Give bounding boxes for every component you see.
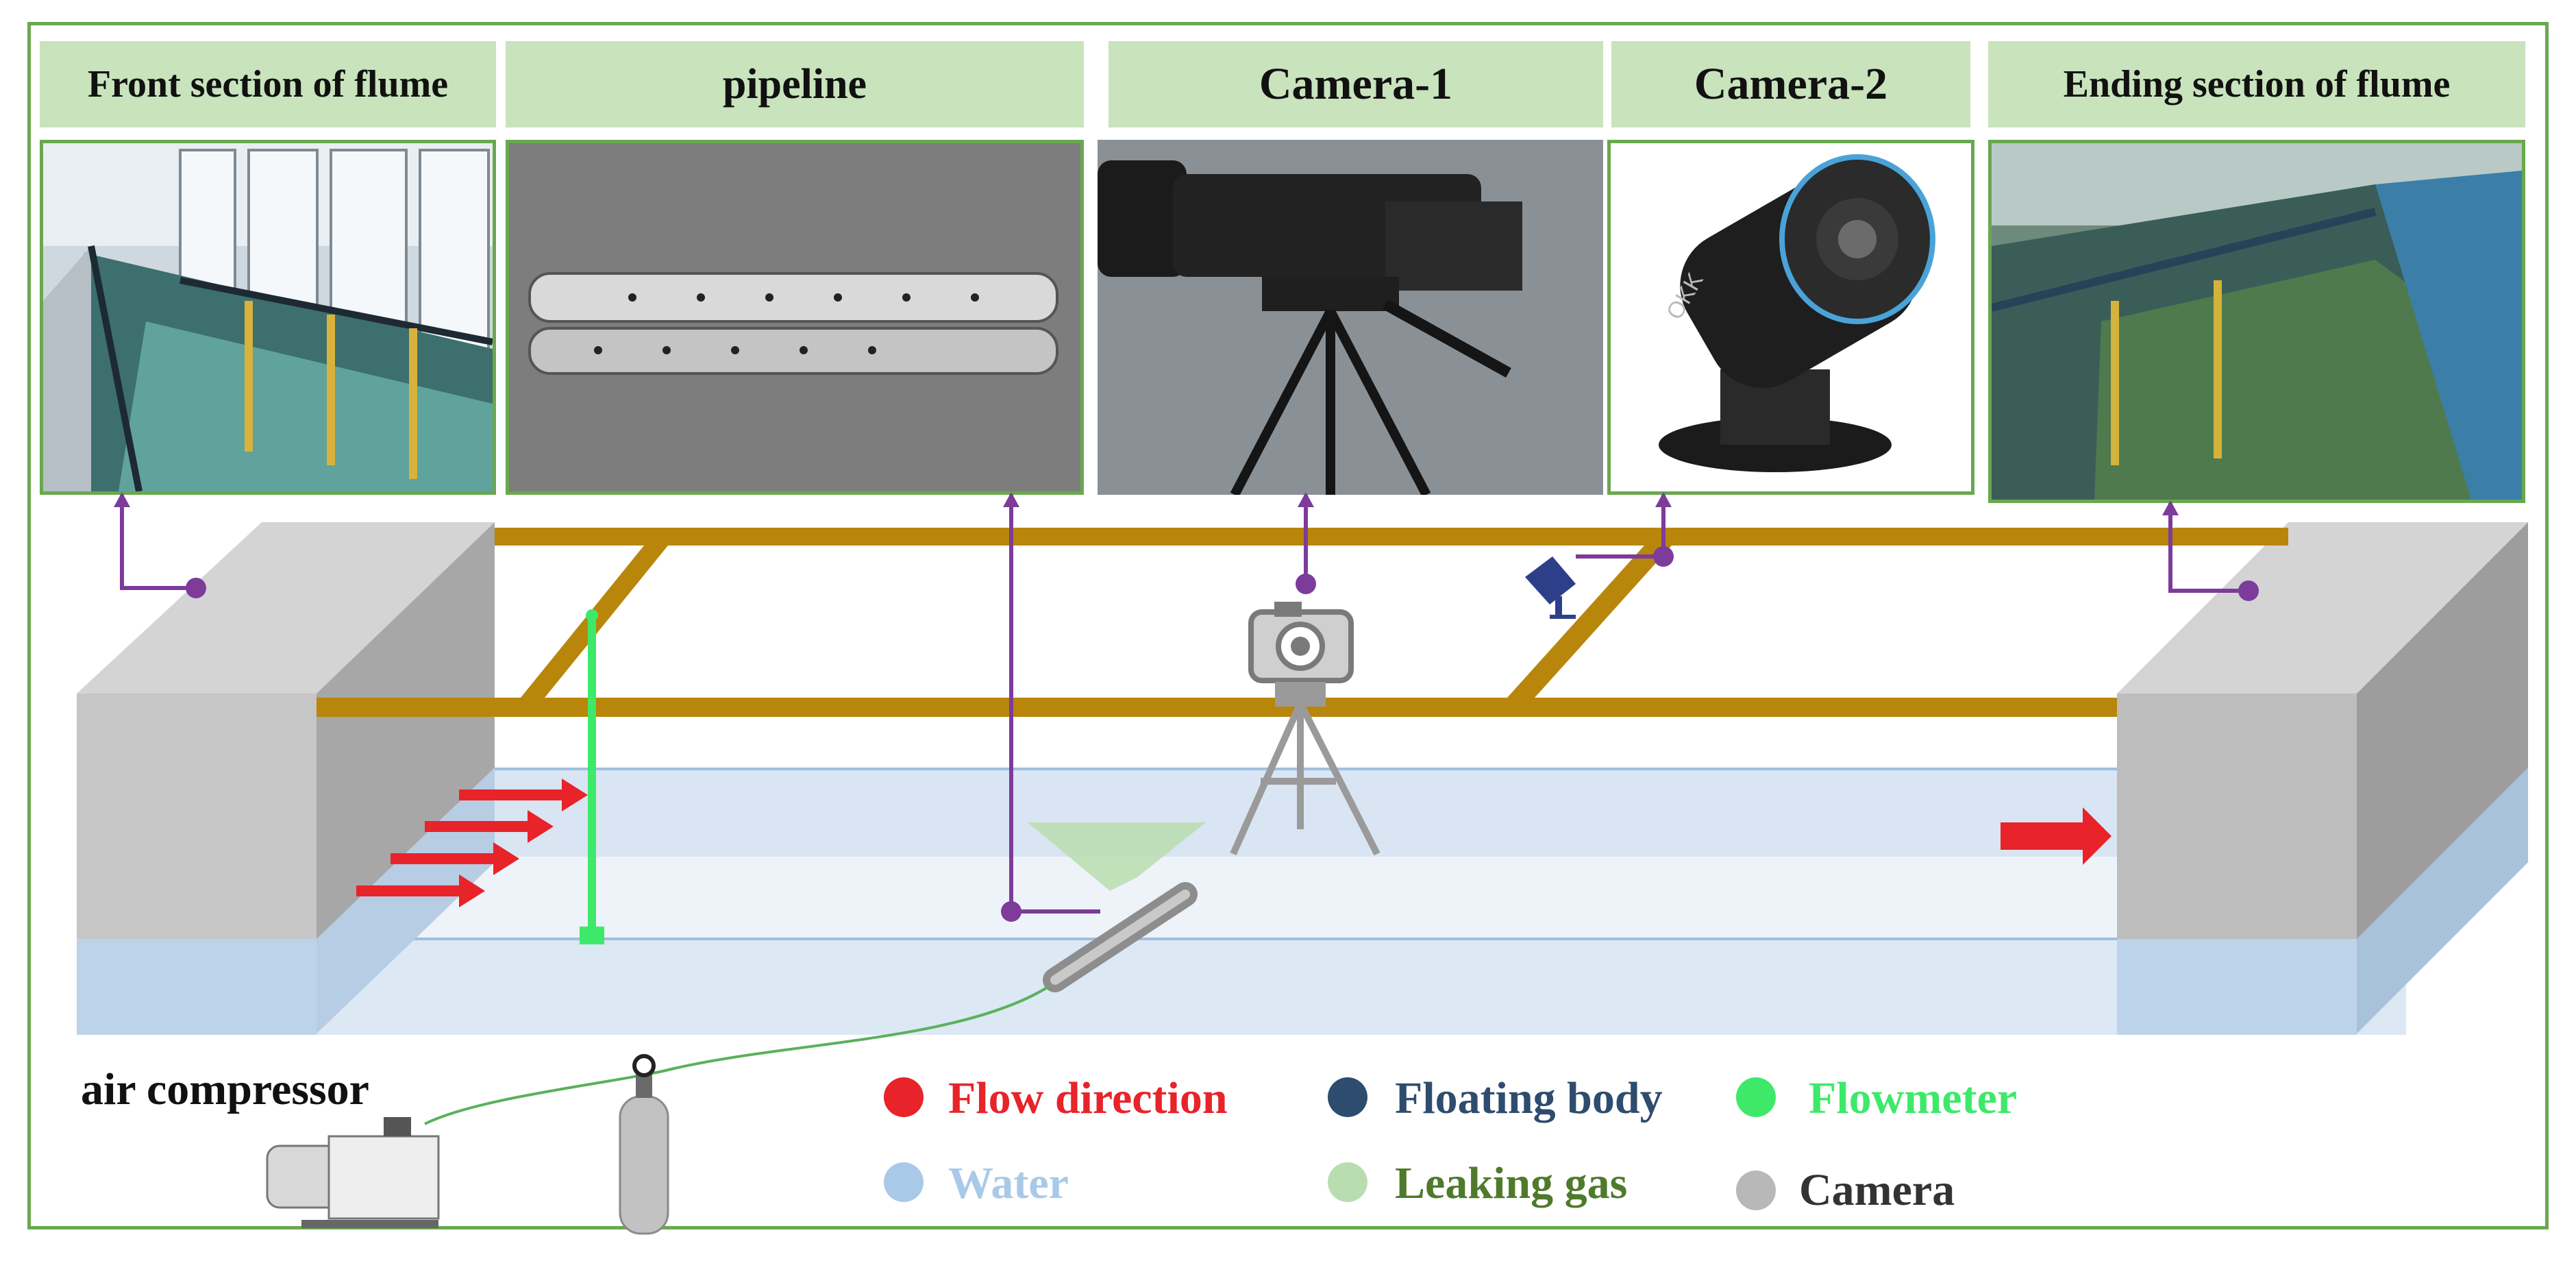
air-compressor-label: air compressor (81, 1064, 369, 1114)
leader-arrowheads (114, 492, 2179, 515)
legend-swatch-water (884, 1162, 924, 1202)
camera-2-icon (1525, 556, 1576, 619)
legend-label-camera: Camera (1799, 1165, 1955, 1215)
air-compressor (266, 1117, 440, 1228)
leader-dots (186, 546, 2259, 922)
legend-swatch-flow-direction (884, 1077, 924, 1117)
gas-cylinder (619, 1054, 669, 1235)
header-camera-2: Camera-2 (1611, 41, 1970, 127)
legend-swatch-leaking-gas (1328, 1162, 1367, 1202)
figure-frame (27, 22, 2549, 1229)
camera-1-icon (1248, 602, 1354, 683)
header-camera-1: Camera-1 (1109, 41, 1603, 127)
legend-swatch-floating-body (1328, 1077, 1367, 1117)
legend-label-flow-direction: Flow direction (948, 1073, 1228, 1123)
header-pipeline: pipeline (506, 41, 1084, 127)
front-block (77, 522, 495, 1035)
photo-pipeline (506, 140, 1084, 495)
gas-line (424, 985, 1050, 1125)
header-ending-section: Ending section of flume (1988, 41, 2525, 127)
photo-camera-2: OKK (1607, 140, 1974, 495)
leak-pipe (1043, 882, 1198, 992)
header-front-section: Front section of flume (40, 41, 496, 127)
water-lower-band (77, 939, 2406, 1035)
ending-block (2117, 522, 2528, 1035)
gantry-beams (317, 528, 2288, 717)
flow-arrow-outlet (2001, 807, 2111, 865)
legend-label-leaking-gas: Leaking gas (1395, 1158, 1628, 1208)
photo-ending-section (1988, 140, 2525, 503)
legend-swatch-camera (1736, 1171, 1776, 1210)
photo-camera-1 (1098, 140, 1603, 495)
flowmeter (580, 609, 604, 944)
leaking-gas (1028, 822, 1206, 891)
flow-arrows (356, 779, 2111, 907)
legend-label-floating-body: Floating body (1395, 1073, 1663, 1123)
photo-front-section (40, 140, 496, 495)
legend-label-water: Water (948, 1158, 1069, 1208)
legend-label-flowmeter: Flowmeter (1809, 1073, 2018, 1123)
tripod (1230, 682, 1380, 856)
legend-swatch-flowmeter (1736, 1077, 1776, 1117)
